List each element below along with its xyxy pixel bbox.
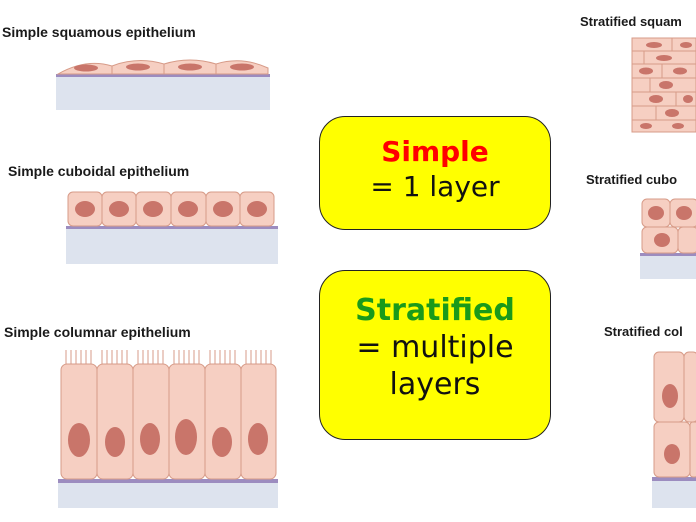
nucleus <box>74 64 98 72</box>
nuclei <box>68 419 268 457</box>
stratified-definition-line2: layers <box>389 367 481 402</box>
microvilli <box>65 350 272 366</box>
connective-tissue <box>56 76 270 110</box>
label-stratified-columnar: Stratified col <box>604 324 683 339</box>
columnar-cells <box>60 363 277 480</box>
label-simple-squamous: Simple squamous epithelium <box>2 24 196 40</box>
label-simple-cuboidal: Simple cuboidal epithelium <box>8 163 190 179</box>
nucleus <box>126 63 150 71</box>
nuclei <box>75 201 267 217</box>
stratified-title: Stratified <box>355 293 515 328</box>
stratified-columnar-diagram <box>652 351 696 508</box>
basement-membrane <box>58 479 278 483</box>
connective-tissue <box>58 482 278 508</box>
label-stratified-squamous: Stratified squam <box>580 14 682 29</box>
label-stratified-cuboidal: Stratified cubo <box>586 172 678 187</box>
stratified-definition-box: Stratified = multiple layers <box>319 270 551 440</box>
basement-membrane <box>66 226 278 229</box>
stratified-cuboidal-diagram <box>640 198 696 279</box>
simple-columnar-diagram <box>58 350 278 508</box>
connective-tissue <box>652 480 696 508</box>
basement-membrane <box>56 74 270 77</box>
cuboidal-cells <box>67 191 275 227</box>
stratified-definition-line1: = multiple <box>356 330 514 365</box>
nuclei <box>639 42 693 129</box>
nucleus <box>230 63 254 71</box>
nuclei <box>648 206 692 247</box>
simple-cuboidal-diagram <box>66 191 278 264</box>
stratified-squamous-diagram <box>631 37 696 133</box>
basement-membrane <box>652 477 696 481</box>
simple-definition-box: Simple = 1 layer <box>319 116 551 230</box>
nucleus <box>178 63 202 71</box>
simple-definition: = 1 layer <box>370 170 500 203</box>
nuclei <box>662 384 680 464</box>
connective-tissue <box>640 255 696 279</box>
label-simple-columnar: Simple columnar epithelium <box>4 324 191 340</box>
connective-tissue <box>66 228 278 264</box>
simple-squamous-diagram <box>56 59 270 110</box>
basement-membrane <box>640 253 696 256</box>
simple-title: Simple <box>381 135 489 168</box>
